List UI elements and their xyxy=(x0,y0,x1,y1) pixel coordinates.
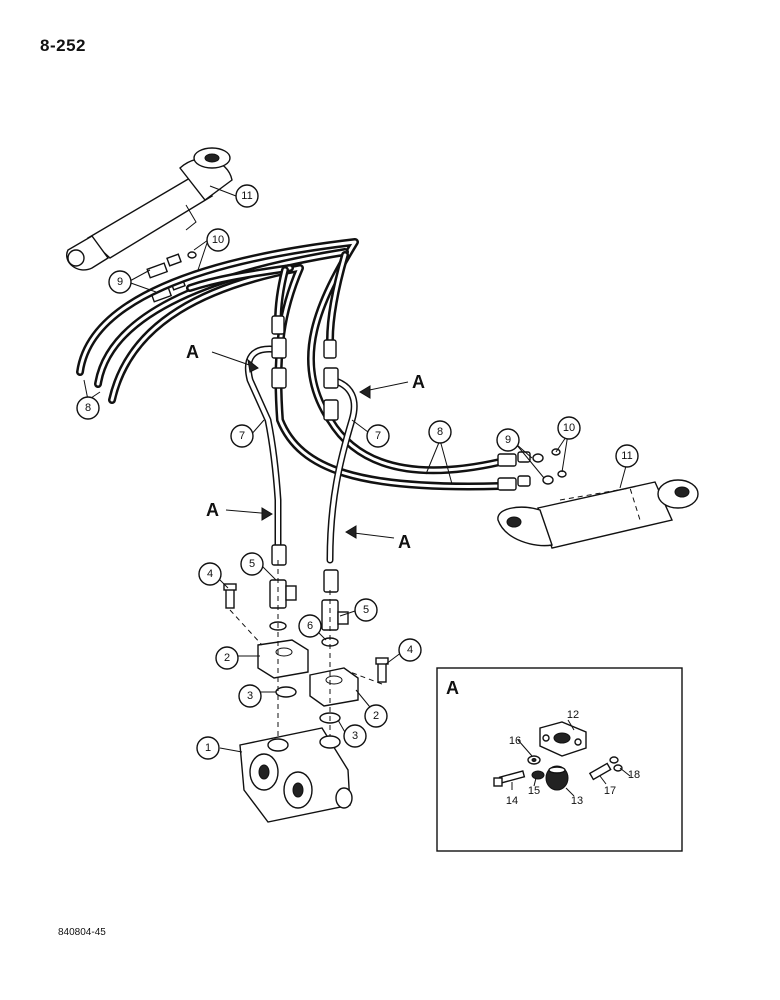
view-arrow-label: A xyxy=(186,342,199,362)
callout-number: 11 xyxy=(241,190,252,202)
callout-10-lower: 10 xyxy=(557,416,581,440)
tee-fitting-left xyxy=(269,579,297,609)
callout-number: 10 xyxy=(563,422,575,434)
callout-9-lower: 9 xyxy=(496,428,520,452)
callout-number: 8 xyxy=(85,402,91,414)
detail-label: 17 xyxy=(604,785,616,797)
callout-8-right: 8 xyxy=(428,420,452,444)
callout-number: 9 xyxy=(505,434,511,446)
callout-11-lower: 11 xyxy=(615,444,639,468)
callout-4-right: 4 xyxy=(398,638,422,662)
detail-label: 12 xyxy=(567,709,579,721)
callout-3-left: 3 xyxy=(238,684,262,708)
callout-number: 9 xyxy=(117,276,123,288)
callout-number: 4 xyxy=(407,644,413,656)
detail-label: 14 xyxy=(506,795,518,807)
callout-4-left: 4 xyxy=(198,562,222,586)
callout-number: 1 xyxy=(205,742,211,754)
callout-1: 1 xyxy=(196,736,220,760)
callout-9-upper: 9 xyxy=(108,270,132,294)
hydraulic-pump xyxy=(239,727,353,823)
callout-number: 6 xyxy=(307,620,313,632)
callout-2-left: 2 xyxy=(215,646,239,670)
detail-view-letter: A xyxy=(446,678,459,698)
callout-7-left: 7 xyxy=(230,424,254,448)
callout-7-right: 7 xyxy=(366,424,390,448)
flange-blocks xyxy=(257,639,359,707)
callout-5-right: 5 xyxy=(354,598,378,622)
callout-11-upper: 11 xyxy=(235,184,259,208)
view-arrow-label: A xyxy=(412,372,425,392)
detail-label: 18 xyxy=(628,769,640,781)
callout-number: 4 xyxy=(207,568,213,580)
callout-3-right: 3 xyxy=(343,724,367,748)
callout-number: 8 xyxy=(437,426,443,438)
callout-2-right: 2 xyxy=(364,704,388,728)
callout-number: 2 xyxy=(224,652,230,664)
callout-number: 11 xyxy=(621,450,632,462)
lower-fittings xyxy=(532,448,567,485)
detail-label: 16 xyxy=(509,735,521,747)
tube-lines xyxy=(244,337,358,593)
callout-10-upper: 10 xyxy=(206,228,230,252)
hose-set xyxy=(76,238,504,491)
document-code: 840804-45 xyxy=(58,927,106,938)
callout-6: 6 xyxy=(298,614,322,638)
callout-number: 3 xyxy=(247,690,253,702)
view-arrow-label: A xyxy=(398,532,411,552)
callout-5-left: 5 xyxy=(240,552,264,576)
detail-label: 15 xyxy=(528,785,540,797)
callout-number: 2 xyxy=(373,710,379,722)
detail-view-a: A xyxy=(436,667,683,852)
view-arrows: A A A A xyxy=(186,342,425,552)
callout-number: 5 xyxy=(363,604,369,616)
upper-cylinder xyxy=(66,147,233,271)
callout-8-left: 8 xyxy=(76,396,100,420)
callout-number: 7 xyxy=(239,430,245,442)
lower-cylinder xyxy=(497,479,699,549)
callout-number: 7 xyxy=(375,430,381,442)
view-arrow-label: A xyxy=(206,500,219,520)
callout-number: 5 xyxy=(249,558,255,570)
callout-number: 10 xyxy=(212,234,224,246)
cap-screws xyxy=(223,560,389,770)
detail-label: 13 xyxy=(571,795,583,807)
callout-number: 3 xyxy=(352,730,358,742)
page-number: 8-252 xyxy=(40,36,86,55)
hose-end-fittings xyxy=(271,315,531,491)
